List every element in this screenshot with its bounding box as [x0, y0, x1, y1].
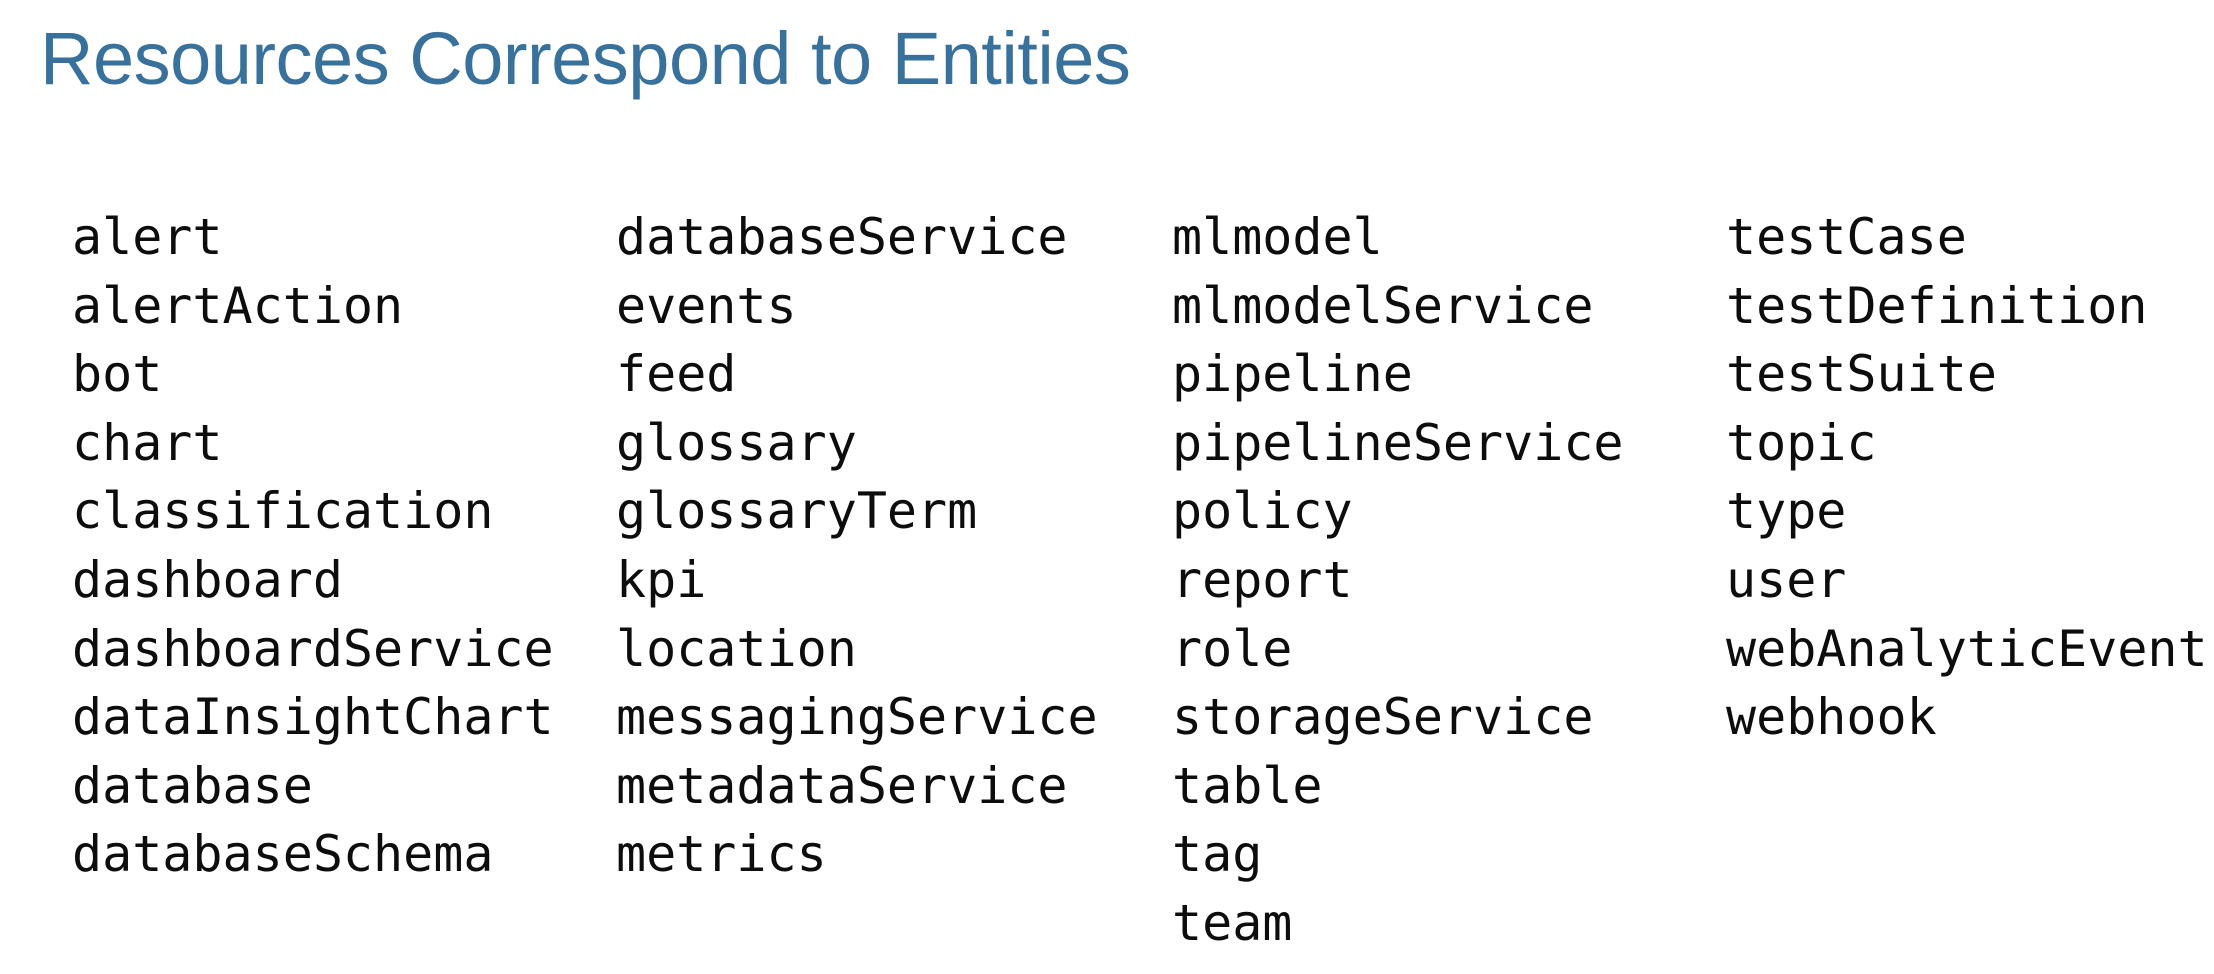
page-title: Resources Correspond to Entities: [40, 17, 1131, 100]
resource-item: mlmodelService: [1172, 276, 1594, 335]
resource-item: alert: [72, 208, 223, 266]
resource-item: kpi: [616, 550, 707, 609]
resource-item: role: [1172, 619, 1293, 678]
resource-item: testDefinition: [1726, 276, 2148, 335]
resource-item: dashboardService: [72, 619, 554, 678]
resource-item: team: [1172, 893, 1293, 952]
resource-item: storageService: [1172, 688, 1594, 747]
resource-item: webAnalyticEvent: [1726, 619, 2208, 678]
resource-item: tag: [1172, 825, 1263, 884]
resource-item: dashboard: [72, 550, 343, 609]
resource-item: topic: [1726, 413, 1877, 472]
resource-item: alertAction: [72, 276, 404, 335]
resource-item: type: [1726, 482, 1847, 541]
resource-item: table: [1172, 756, 1323, 815]
resource-item: metrics: [616, 825, 827, 884]
resource-item: database: [72, 756, 313, 815]
resource-item: location: [616, 619, 857, 678]
resource-item: pipeline: [1172, 345, 1413, 404]
resource-column-4: testCase testDefinition testSuite topic …: [1726, 203, 2214, 752]
resource-column-2: databaseService events feed glossary glo…: [616, 203, 1168, 889]
resource-item: glossary: [616, 413, 857, 472]
resource-item: bot: [72, 345, 163, 404]
resource-item: metadataService: [616, 756, 1068, 815]
resource-column-1: alert alertAction bot chart classificati…: [72, 203, 612, 889]
resource-item: user: [1726, 550, 1847, 609]
resource-item: mlmodel: [1172, 208, 1383, 266]
resource-item: databaseService: [616, 208, 1068, 266]
resource-item: policy: [1172, 482, 1353, 541]
resource-item: chart: [72, 413, 223, 472]
resource-item: messagingService: [616, 688, 1098, 747]
resource-item: report: [1172, 550, 1353, 609]
resource-item: feed: [616, 345, 737, 404]
resource-item: pipelineService: [1172, 413, 1624, 472]
resource-column-3: mlmodel mlmodelService pipeline pipeline…: [1172, 203, 1722, 958]
resource-item: testSuite: [1726, 345, 1997, 404]
resource-item: webhook: [1726, 688, 1937, 747]
resource-item: testCase: [1726, 208, 1967, 266]
resource-item: events: [616, 276, 797, 335]
resource-item: dataInsightChart: [72, 688, 554, 747]
resource-item: classification: [72, 482, 494, 541]
resource-item: glossaryTerm: [616, 482, 978, 541]
resource-item: databaseSchema: [72, 825, 494, 884]
